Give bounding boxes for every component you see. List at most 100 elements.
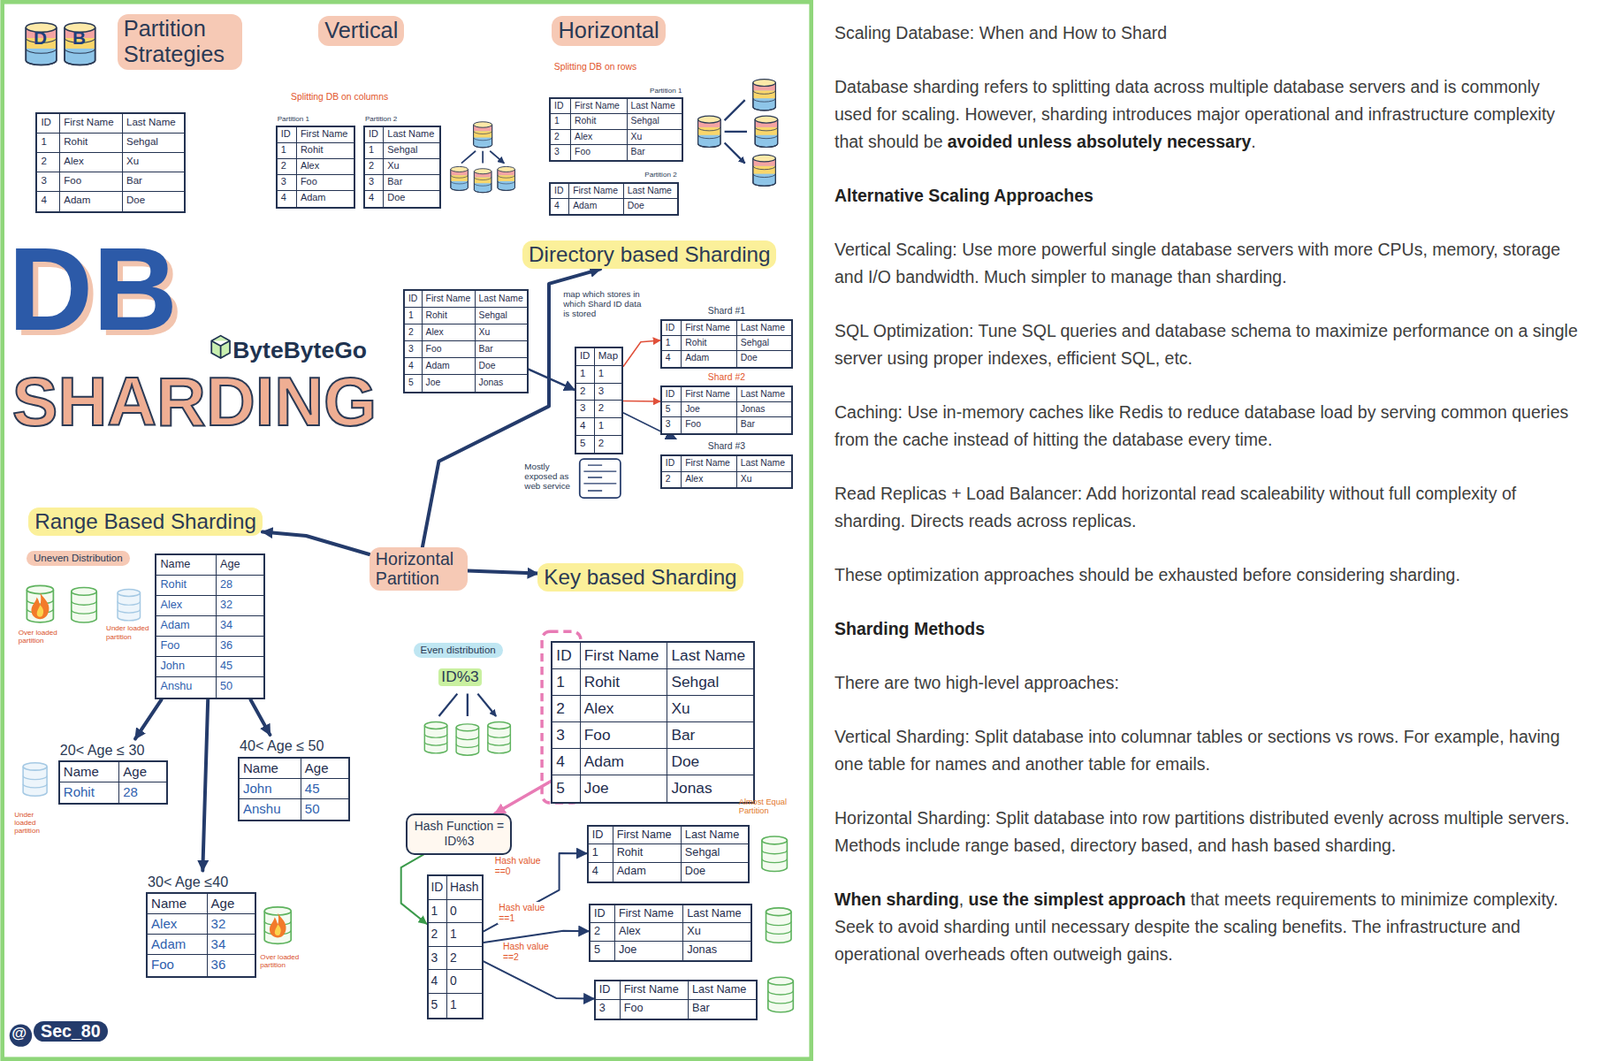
- node-text: Vertical: [324, 17, 398, 44]
- data-table: 30< Age ≤40NameAgeAlex32Adam34Foo36: [145, 870, 257, 978]
- table-header-cell: First Name: [422, 290, 476, 308]
- table-grid: IDFirst NameLast Name2AlexXu: [660, 454, 793, 489]
- paragraph: Horizontal Sharding: Split database into…: [834, 804, 1579, 860]
- table-cell: 2: [37, 152, 61, 173]
- table-cell: Doe: [681, 862, 749, 882]
- section-heading: Key based Sharding: [537, 563, 743, 592]
- connector: [528, 369, 575, 390]
- table-header-cell: ID: [662, 387, 682, 403]
- table-caption: 30< Age ≤40: [145, 870, 257, 893]
- table-cell: Bar: [667, 722, 754, 749]
- table-grid: IDFirst NameLast Name1RohitSehgal2AlexXu…: [403, 289, 529, 394]
- table-cell: 3: [594, 383, 623, 402]
- paragraph: Sharding Methods: [834, 615, 1579, 643]
- table-cell: Adam: [147, 934, 207, 955]
- table-cell: Joe: [580, 775, 669, 802]
- table-cell: Alex: [571, 129, 627, 145]
- table-cell: 3: [552, 722, 580, 749]
- table-cell: Xu: [667, 695, 754, 723]
- table-grid: IDFirst NameLast Name1RohitSehgal4AdamDo…: [660, 319, 793, 369]
- table-cell: Xu: [627, 129, 683, 145]
- db-icon: [22, 762, 47, 796]
- table-header-cell: First Name: [60, 114, 123, 134]
- table-cell: 45: [301, 778, 349, 800]
- connector: [495, 780, 551, 814]
- db-icon: [26, 585, 54, 623]
- table-cell: Doe: [624, 198, 678, 214]
- table-grid: IDFirst NameLast Name3FooBar: [594, 979, 758, 1021]
- data-table: 40< Age ≤ 50NameAgeJohn45Anshu50: [237, 734, 351, 822]
- table-header-cell: Name: [156, 555, 217, 576]
- table-header-cell: ID: [365, 127, 384, 144]
- table-cell: 1: [277, 143, 298, 160]
- table-cell: Adam: [422, 358, 476, 375]
- body-text: Read Replicas + Load Balancer: Add horiz…: [834, 483, 1517, 531]
- db-icon: [761, 836, 787, 871]
- table-cell: 5: [576, 435, 595, 454]
- table-header-cell: First Name: [569, 183, 625, 199]
- edge-label: Hash value ==0: [494, 854, 548, 877]
- paragraph: These optimization approaches should be …: [834, 561, 1579, 589]
- table-cell: Alex: [156, 595, 217, 617]
- table-cell: Joe: [615, 941, 684, 960]
- watermark-badge: [9, 1023, 32, 1046]
- data-table: IDMap1123324152: [574, 346, 624, 455]
- table-cell: 2: [365, 159, 384, 176]
- logo-cube: [211, 335, 230, 359]
- warning-note: Under loaded partition: [106, 624, 152, 641]
- table-cell: 5: [552, 775, 580, 802]
- body-text: Caching: Use in-memory caches like Redis…: [834, 402, 1569, 450]
- body-text: .: [1250, 131, 1256, 152]
- table-grid: IDLast Name1Sehgal2Xu3Bar4Doe: [363, 125, 442, 208]
- table-cell: Sehgal: [122, 133, 184, 153]
- data-table: IDHash1021324051: [426, 874, 485, 1019]
- warning-note: Over loaded partition: [259, 952, 305, 970]
- table-header-cell: Last Name: [683, 905, 751, 924]
- table-cell: 50: [216, 677, 264, 698]
- table-header-cell: First Name: [620, 981, 689, 1000]
- table-header-cell: ID: [428, 876, 449, 900]
- table-cell: Rohit: [297, 143, 354, 160]
- body-text: Vertical Sharding: Split database into c…: [834, 726, 1561, 774]
- fire-icon: [30, 592, 49, 619]
- table-cell: Foo: [422, 341, 476, 359]
- table-cell: 1: [428, 899, 449, 924]
- table-cell: 34: [216, 616, 264, 637]
- table-cell: Foo: [297, 175, 354, 191]
- table-cell: 2: [277, 159, 298, 176]
- table-cell: Bar: [688, 999, 756, 1019]
- body-text: Vertical Scaling: Use more powerful sing…: [834, 239, 1561, 287]
- db-icon: [754, 115, 778, 147]
- table-grid: NameAgeRohit28Alex32Adam34Foo36John45Ans…: [154, 553, 266, 701]
- table-header-cell: Last Name: [737, 320, 792, 336]
- table-header-cell: ID: [662, 320, 682, 336]
- table-header-cell: Name: [147, 893, 207, 915]
- icon-letter: B: [72, 27, 86, 49]
- paragraph: There are two high-level approaches:: [834, 669, 1579, 697]
- table-header-cell: Name: [239, 758, 302, 779]
- table-cell: 5: [590, 941, 616, 960]
- paragraph: Vertical Scaling: Use more powerful sing…: [834, 236, 1579, 291]
- table-header-cell: ID: [277, 127, 298, 144]
- table-cell: Rohit: [60, 782, 120, 803]
- connector: [250, 699, 270, 735]
- bold-text: Sharding Methods: [834, 618, 985, 639]
- table-cell: 0: [447, 899, 482, 924]
- db-icon: [450, 166, 469, 191]
- table-cell: 4: [552, 748, 580, 776]
- table-cell: 4: [404, 358, 423, 375]
- table-caption: Shard #1: [660, 303, 793, 320]
- bold-text: When sharding: [834, 889, 960, 909]
- table-grid: NameAgeRohit28: [58, 760, 169, 805]
- table-cell: 3: [662, 417, 682, 433]
- table-grid: IDFirst NameLast Name1RohitSehgal2AlexXu…: [548, 97, 684, 162]
- table-caption: 20< Age ≤ 30: [58, 739, 169, 762]
- table-cell: Adam: [297, 190, 354, 207]
- table-grid: NameAgeJohn45Anshu50: [237, 756, 351, 822]
- table-cell: 5: [662, 402, 682, 418]
- table-cell: Jonas: [737, 402, 792, 418]
- table-cell: Alex: [422, 324, 476, 342]
- table-cell: Bar: [383, 175, 439, 191]
- table-header-cell: Last Name: [688, 981, 756, 1000]
- table-header-cell: Last Name: [624, 183, 678, 199]
